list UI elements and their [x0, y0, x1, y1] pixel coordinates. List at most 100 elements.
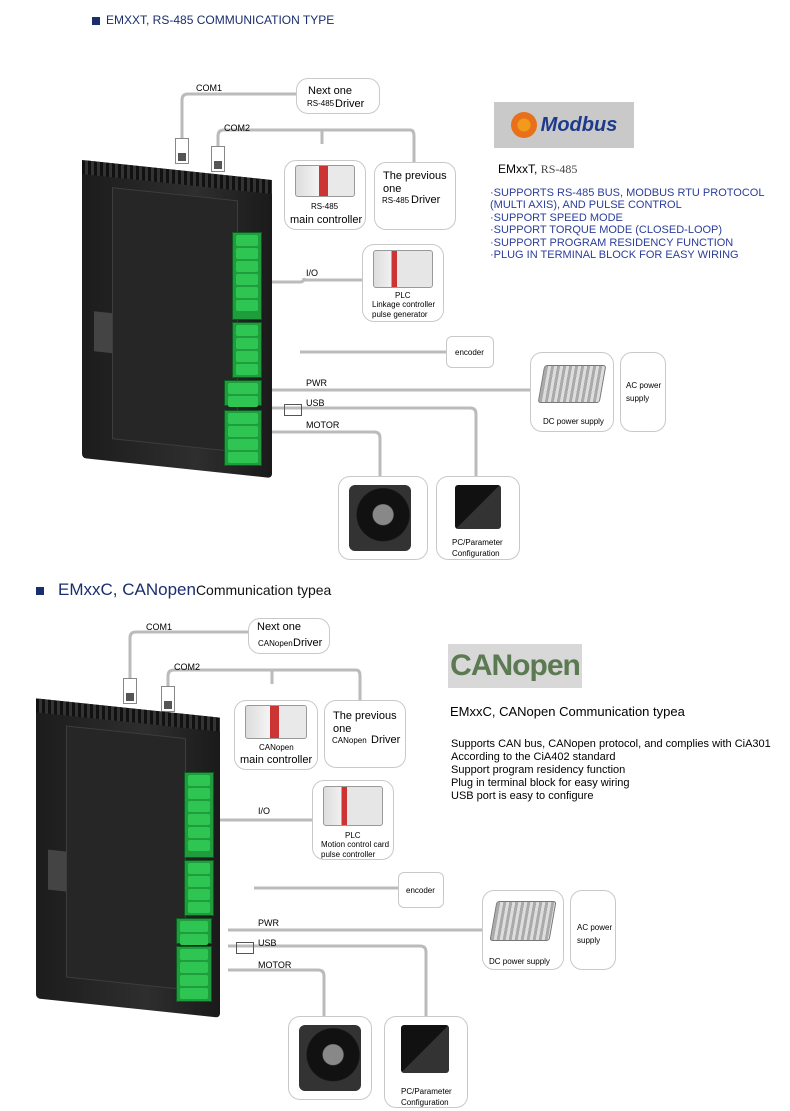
product-name-1: EMxxT, RS-485 — [498, 162, 578, 176]
pwr-label: PWR — [306, 378, 327, 388]
bullet-square-icon — [92, 16, 100, 25]
previous-bus-label: RS-485 — [382, 196, 410, 205]
product-name-2: EMxxC, CANopen Communication typea — [450, 704, 685, 719]
ac-line2: supply — [577, 936, 601, 945]
pc-line2: Configuration — [401, 1098, 449, 1107]
stepper-motor-image — [349, 485, 411, 551]
canopen-logo-text: CANopen — [450, 649, 581, 682]
plc-box: PLC Motion control card pulse controller — [312, 780, 394, 860]
bullet-square-icon — [36, 586, 44, 595]
modbus-logo-text: Modbus — [540, 113, 618, 136]
usb-label: USB — [306, 398, 325, 408]
ac-line1: AC power — [626, 381, 662, 390]
motor-box — [288, 1016, 372, 1100]
stepper-motor-image — [299, 1025, 361, 1091]
next-driver-box: Next one CANopen Driver — [248, 618, 330, 654]
com2-connector — [161, 686, 175, 712]
ac-supply-box: AC power supply — [570, 890, 616, 970]
controller-image — [245, 705, 307, 739]
plc-line2: pulse controller — [321, 850, 376, 859]
main-controller-box: RS-485 main controller — [284, 160, 366, 230]
pc-line1: PC/Parameter — [452, 538, 503, 547]
previous-driver-box: The previous one RS-485 Driver — [374, 162, 456, 230]
feature-item: ·SUPPORT TORQUE MODE (CLOSED-LOOP) — [490, 224, 723, 237]
previous-line2: one — [383, 183, 402, 195]
usb-plug-icon — [236, 942, 254, 954]
dc-supply-image — [489, 901, 557, 941]
plc-image — [323, 786, 383, 826]
io-terminal-block-1 — [184, 772, 214, 858]
encoder-box: encoder — [446, 336, 494, 368]
plc-label: PLC — [345, 831, 361, 840]
plc-label: PLC — [395, 291, 411, 300]
next-one-label: Next one — [257, 621, 302, 633]
section1-wiring — [180, 92, 530, 476]
canopen-feature-list: Supports CAN bus, CANopen protocol, and … — [451, 738, 771, 803]
feature-item: (MULTI AXIS), AND PULSE CONTROL — [490, 199, 682, 212]
ac-supply-box: AC power supply — [620, 352, 666, 432]
plc-line1: Motion control card — [321, 840, 390, 849]
rs485-feature-list: ·SUPPORTS RS-485 BUS, MODBUS RTU PROTOCO… — [490, 187, 764, 261]
ac-line1: AC power — [577, 923, 613, 932]
previous-line2: one — [333, 723, 352, 735]
pc-box: PC/Parameter Configuration — [436, 476, 520, 560]
plc-box: PLC Linkage controller pulse generator — [362, 244, 444, 322]
motor-terminal-block — [176, 946, 212, 1002]
com1-connector — [175, 138, 189, 164]
controller-bus-label: CANopen — [259, 743, 294, 752]
com1-connector — [123, 678, 137, 704]
feature-item: ·SUPPORT SPEED MODE — [490, 211, 623, 224]
previous-driver-label: Driver — [411, 194, 441, 206]
motor-box — [338, 476, 428, 560]
pc-line2: Configuration — [452, 549, 500, 558]
power-terminal-block — [224, 380, 262, 407]
io-label: I/O — [258, 806, 271, 816]
next-one-label: Next one — [308, 85, 353, 97]
feature-item: According to the CiA402 standard — [451, 751, 616, 763]
next-driver-label: Driver — [293, 637, 323, 649]
previous-driver-label: Driver — [371, 734, 401, 746]
next-driver-box: Next one RS-485 Driver — [296, 78, 380, 114]
dc-supply-label: DC power supply — [489, 957, 550, 966]
io-terminal-block-2 — [232, 322, 262, 378]
motor-label: MOTOR — [258, 960, 292, 970]
previous-line1: The previous — [333, 710, 397, 722]
controller-label: main controller — [290, 214, 363, 226]
previous-driver-box: The previous one CANopen Driver — [324, 700, 406, 768]
controller-bus-label: RS-485 — [311, 202, 339, 211]
encoder-label: encoder — [455, 348, 484, 357]
encoder-label: encoder — [406, 886, 435, 895]
pc-line1: PC/Parameter — [401, 1087, 452, 1096]
next-bus-label: CANopen — [258, 639, 293, 648]
feature-item: ·SUPPORT PROGRAM RESIDENCY FUNCTION — [490, 236, 734, 249]
com2-label: COM2 — [224, 123, 251, 133]
modbus-logo: Modbus — [494, 102, 634, 148]
previous-line1: The previous — [383, 170, 447, 182]
canopen-logo: CANopen — [448, 644, 582, 688]
feature-item: ·PLUG IN TERMINAL BLOCK FOR EASY WIRING — [490, 249, 739, 262]
modbus-network-icon — [510, 112, 537, 138]
section2-title: EMxxC, CANopenCommunication typea — [36, 580, 331, 600]
next-driver-label: Driver — [335, 98, 365, 110]
com1-label: COM1 — [196, 83, 223, 93]
ac-line2: supply — [626, 394, 650, 403]
plc-line1: Linkage controller — [372, 300, 436, 309]
pwr-label: PWR — [258, 918, 279, 928]
pc-image — [401, 1025, 449, 1073]
controller-image — [295, 165, 355, 197]
controller-label: main controller — [240, 754, 313, 766]
section1-title: EMXXT, RS-485 COMMUNICATION TYPE — [92, 13, 334, 27]
plc-image — [373, 250, 433, 288]
motor-terminal-block — [224, 410, 262, 466]
pc-box: PC/Parameter Configuration — [384, 1016, 468, 1108]
motor-label: MOTOR — [306, 420, 340, 430]
com1-label: COM1 — [146, 622, 173, 632]
io-terminal-block-2 — [184, 860, 214, 916]
feature-item: Plug in terminal block for easy wiring — [451, 777, 630, 789]
usb-plug-icon — [284, 404, 302, 416]
next-bus-label: RS-485 — [307, 99, 335, 108]
feature-item: Supports CAN bus, CANopen protocol, and … — [451, 738, 771, 750]
feature-item: ·SUPPORTS RS-485 BUS, MODBUS RTU PROTOCO… — [490, 187, 765, 199]
usb-label: USB — [258, 938, 277, 948]
